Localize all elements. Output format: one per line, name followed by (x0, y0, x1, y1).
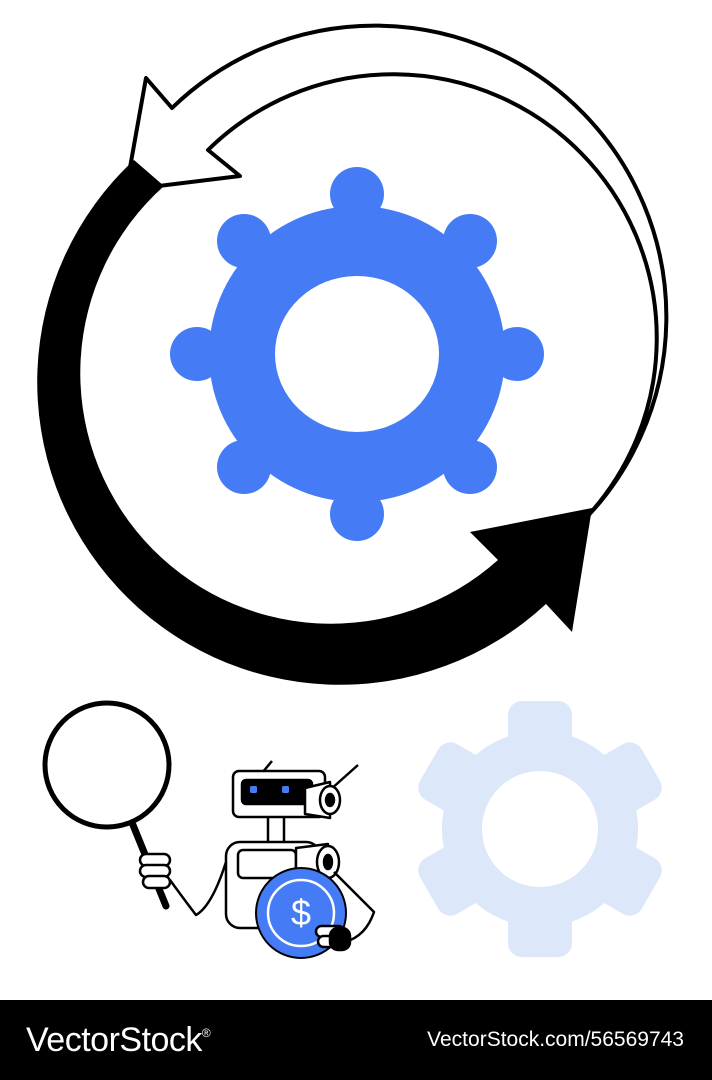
illustration: $ (37, 23, 669, 959)
circular-arrows-icon (37, 23, 669, 685)
coin-symbol: $ (291, 892, 311, 933)
solid-arrow (37, 160, 592, 685)
robot-left-hand (138, 852, 172, 890)
image-id: VectorStock.com/56569743 (427, 1028, 684, 1051)
gear-icon (170, 167, 544, 541)
brand-name: VectorStock (26, 1020, 202, 1059)
brand-logo: VectorStock® (26, 1020, 211, 1060)
faded-gear-icon (418, 701, 662, 957)
footer-bar: VectorStock® VectorStock.com/56569743 (0, 1000, 712, 1080)
dollar-coin-icon: $ (255, 867, 352, 959)
brand-mark: ® (201, 1025, 211, 1040)
